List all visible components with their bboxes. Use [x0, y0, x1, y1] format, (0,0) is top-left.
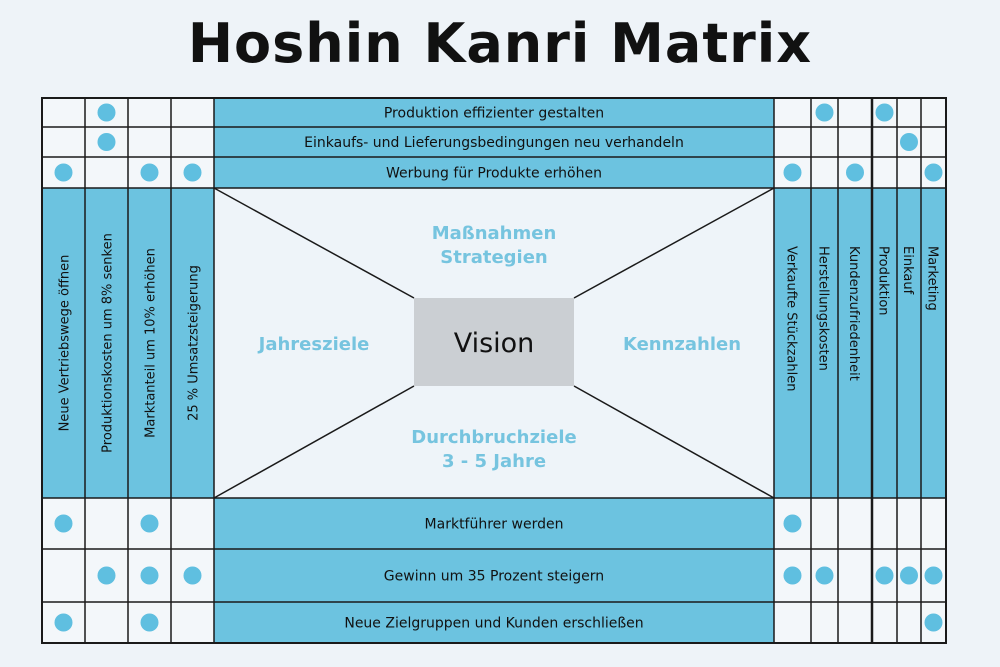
annual-goal-text: Produktionskosten um 8% senken — [101, 233, 116, 453]
correlation-dot — [97, 566, 116, 585]
vision-label: Vision — [454, 328, 535, 359]
annual-goal-text: Neue Vertriebswege öffnen — [58, 255, 73, 432]
correlation-dot — [97, 103, 116, 122]
strategy-text: Werbung für Produkte erhöhen — [386, 166, 602, 182]
correlation-dot — [924, 163, 943, 182]
annual-goals-label: Jahresziele — [257, 334, 370, 355]
correlation-dot — [815, 103, 834, 122]
breakthrough-text: Neue Zielgruppen und Kunden erschließen — [344, 616, 643, 632]
kpi-department-cell — [811, 188, 838, 498]
annual-goal-text: 25 % Umsatzsteigerung — [187, 265, 202, 421]
correlation-dot — [140, 566, 159, 585]
page-title: Hoshin Kanri Matrix — [187, 12, 813, 75]
correlation-dot — [924, 613, 943, 632]
department-text: Produktion — [876, 246, 891, 316]
correlation-dot — [875, 103, 894, 122]
breakthrough-cell — [214, 602, 774, 643]
correlation-dot — [54, 613, 73, 632]
kpi-text: Kundenzufriedenheit — [846, 246, 861, 381]
breakthrough-text: Gewinn um 35 Prozent steigern — [384, 569, 604, 585]
strategy-cell — [214, 127, 774, 157]
kpi-department-cell — [921, 188, 946, 498]
strategies-label: Maßnahmen — [432, 223, 557, 244]
breakthrough-cell — [214, 549, 774, 602]
breakthrough-label: Durchbruchziele — [411, 427, 576, 448]
correlation-dot — [183, 566, 202, 585]
strategies-label: Strategien — [440, 247, 547, 268]
vision-box — [414, 298, 574, 386]
diagonal-line — [213, 187, 415, 299]
kpis-label: Kennzahlen — [623, 334, 741, 355]
strategy-text: Produktion effizienter gestalten — [384, 106, 604, 122]
correlation-dot — [783, 514, 802, 533]
correlation-dot — [97, 133, 116, 151]
correlation-dot — [140, 613, 159, 632]
diagonal-line — [573, 187, 775, 299]
correlation-dot — [140, 163, 159, 182]
strategy-cell — [214, 157, 774, 188]
kpi-department-cell — [897, 188, 921, 498]
diagonal-line — [573, 385, 775, 499]
kpi-department-cell — [774, 188, 811, 498]
kpi-text: Verkaufte Stückzahlen — [784, 246, 799, 391]
kpi-text: Herstellungskosten — [816, 246, 831, 371]
diagonal-line — [213, 385, 415, 499]
correlation-dot — [54, 514, 73, 533]
annual-goal-cell — [42, 188, 85, 498]
correlation-dot — [875, 566, 894, 585]
correlation-dot — [183, 163, 202, 182]
correlation-dot — [815, 566, 834, 585]
annual-goal-cell — [128, 188, 171, 498]
breakthrough-text: Marktführer werden — [425, 517, 564, 533]
correlation-dot — [783, 566, 802, 585]
correlation-dot — [900, 133, 918, 151]
correlation-dot — [924, 566, 943, 585]
correlation-dot — [846, 163, 864, 182]
correlation-dot — [783, 163, 802, 182]
department-text: Einkauf — [900, 246, 915, 295]
correlation-dot — [900, 566, 918, 585]
department-text: Marketing — [925, 246, 940, 311]
strategy-cell — [214, 98, 774, 127]
correlation-dot — [54, 163, 73, 182]
annual-goal-cell — [171, 188, 214, 498]
breakthrough-cell — [214, 498, 774, 549]
annual-goal-text: Marktanteil um 10% erhöhen — [144, 248, 159, 438]
kpi-department-cell — [838, 188, 872, 498]
breakthrough-label: 3 - 5 Jahre — [442, 451, 546, 472]
annual-goal-cell — [85, 188, 128, 498]
kpi-department-cell — [872, 188, 897, 498]
correlation-dot — [140, 514, 159, 533]
strategy-text: Einkaufs- und Lieferungsbedingungen neu … — [304, 135, 684, 151]
